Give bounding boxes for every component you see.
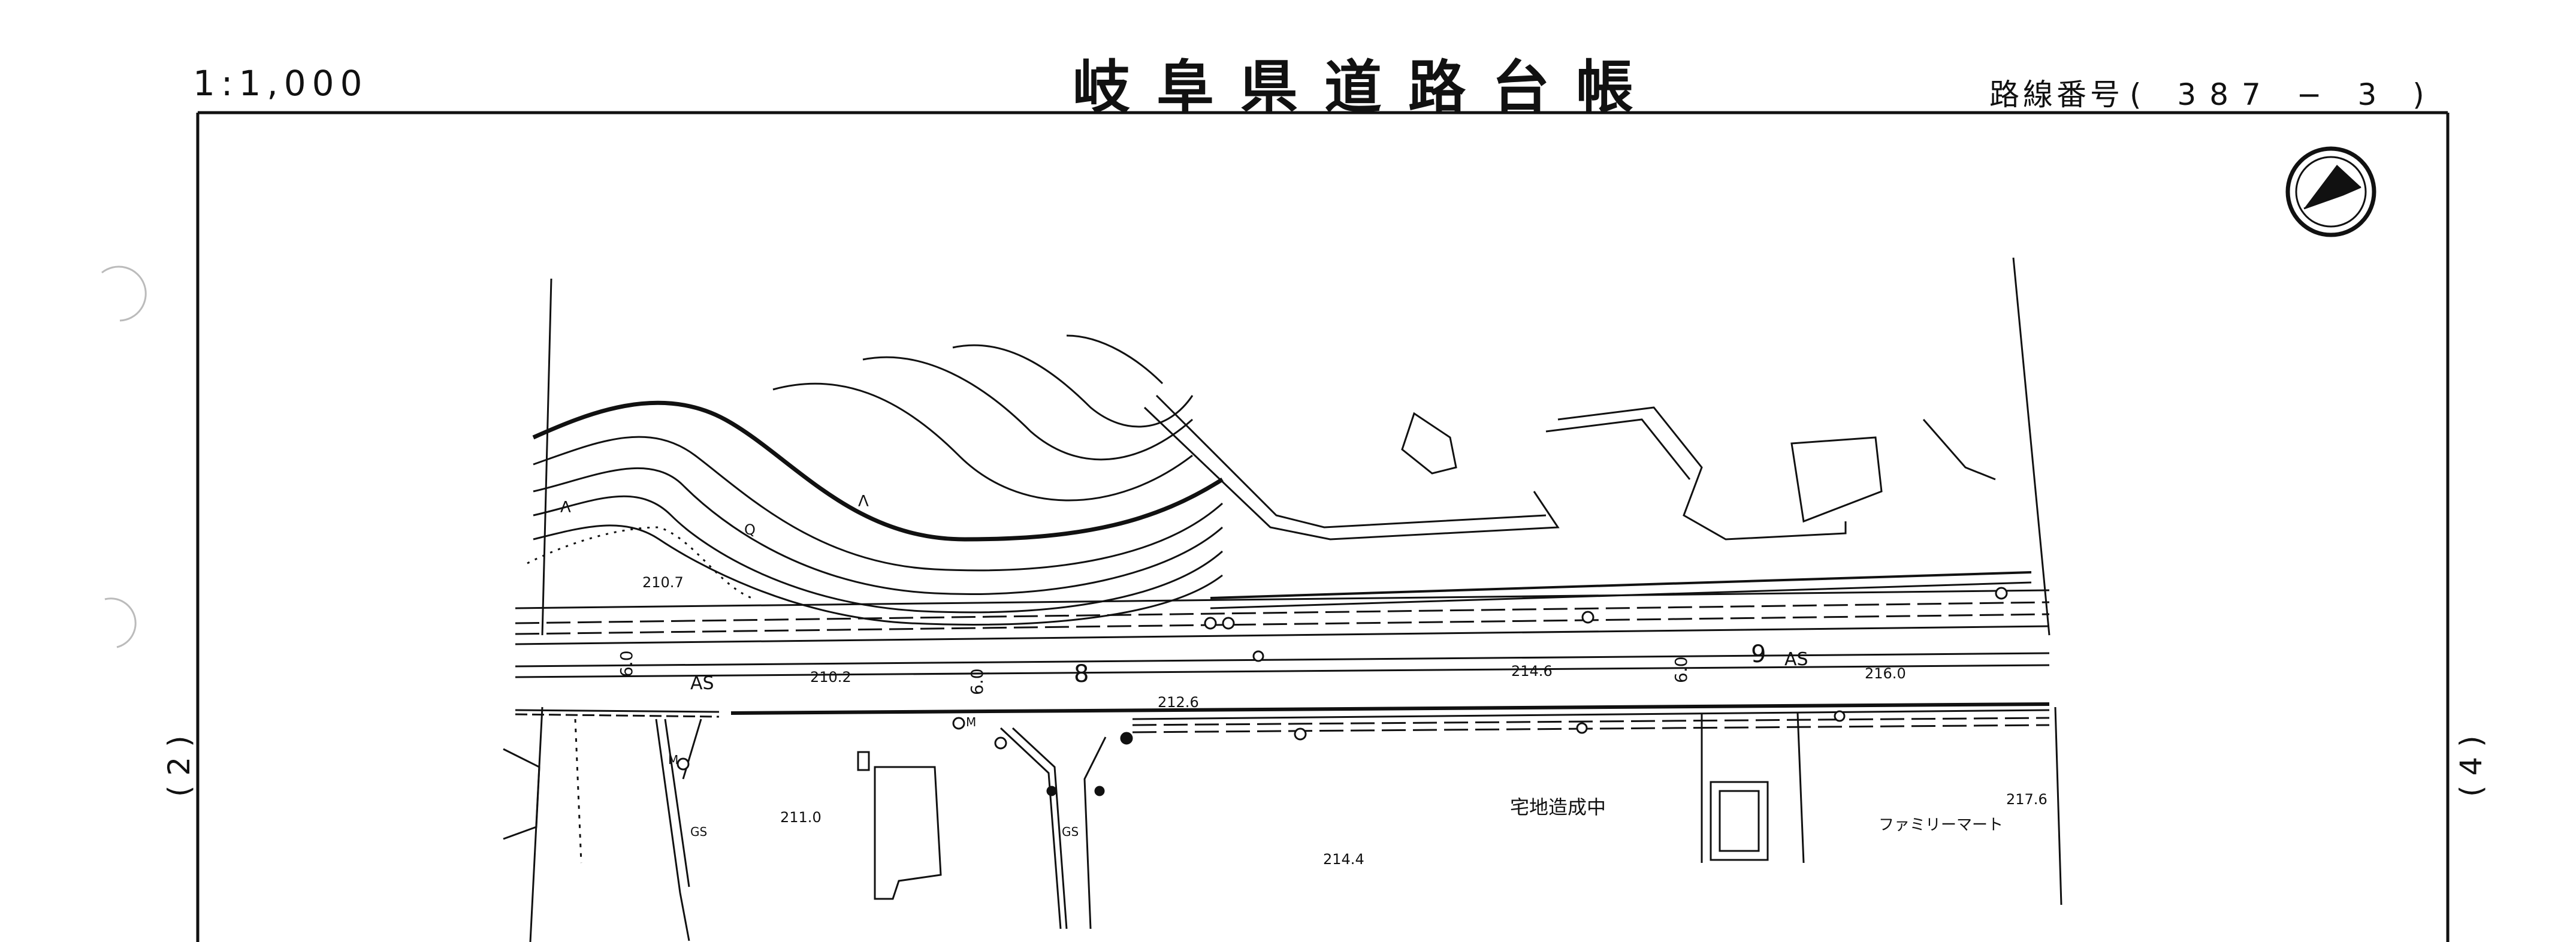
north-arrow-icon bbox=[2285, 146, 2376, 237]
elevation-label: 214.6 bbox=[1511, 663, 1553, 680]
gas-label: GS bbox=[1062, 825, 1079, 839]
punch-hole-mark bbox=[104, 597, 137, 648]
slope-symbol: Λ bbox=[858, 493, 869, 511]
station-label: 9 bbox=[1751, 641, 1766, 668]
utility-markers bbox=[677, 587, 2008, 796]
area-label-store: ファミリーマート bbox=[1879, 816, 2003, 834]
slope-symbol: Q bbox=[744, 521, 756, 538]
sheet-boundary-left bbox=[541, 278, 552, 636]
width-label: 6.0 bbox=[967, 668, 987, 695]
sheet-boundary-right bbox=[2012, 257, 2050, 636]
width-label: 6.0 bbox=[617, 650, 636, 677]
manhole-label: M bbox=[966, 715, 976, 729]
elevation-label: 210.7 bbox=[642, 574, 684, 591]
punch-hole-mark bbox=[101, 265, 147, 322]
elevation-label: 216.0 bbox=[1865, 665, 1906, 682]
road-lines bbox=[515, 571, 2050, 733]
route-number-value: ( 387 − 3 ) bbox=[2130, 77, 2438, 112]
sheet-boundary-right bbox=[2054, 707, 2062, 905]
elevation-label: 217.6 bbox=[2006, 791, 2047, 808]
elevation-label: 214.4 bbox=[1323, 851, 1364, 868]
manhole-label: M bbox=[668, 753, 678, 767]
buildings-and-side-roads bbox=[503, 394, 1996, 941]
route-number-label: 路線番号 bbox=[1989, 77, 2124, 112]
map-scale: 1:1,000 bbox=[193, 63, 369, 104]
station-label: 8 bbox=[1074, 660, 1089, 688]
elevation-label: 210.2 bbox=[810, 669, 851, 686]
elevation-label: 211.0 bbox=[780, 809, 822, 826]
route-number: 路線番号( 387 − 3 ) bbox=[1989, 71, 2438, 114]
pavement-label: AS bbox=[1784, 649, 1808, 670]
elevation-label: 212.6 bbox=[1158, 694, 1199, 711]
width-label: 6.0 bbox=[1671, 656, 1691, 683]
gas-label: GS bbox=[690, 825, 707, 839]
document-title: 岐阜県道路台帳 bbox=[1073, 54, 1660, 121]
pavement-label: AS bbox=[690, 673, 714, 694]
contour-lines bbox=[527, 334, 1224, 626]
slope-symbol: Λ bbox=[560, 499, 571, 517]
area-label-development: 宅地造成中 bbox=[1510, 796, 1606, 819]
